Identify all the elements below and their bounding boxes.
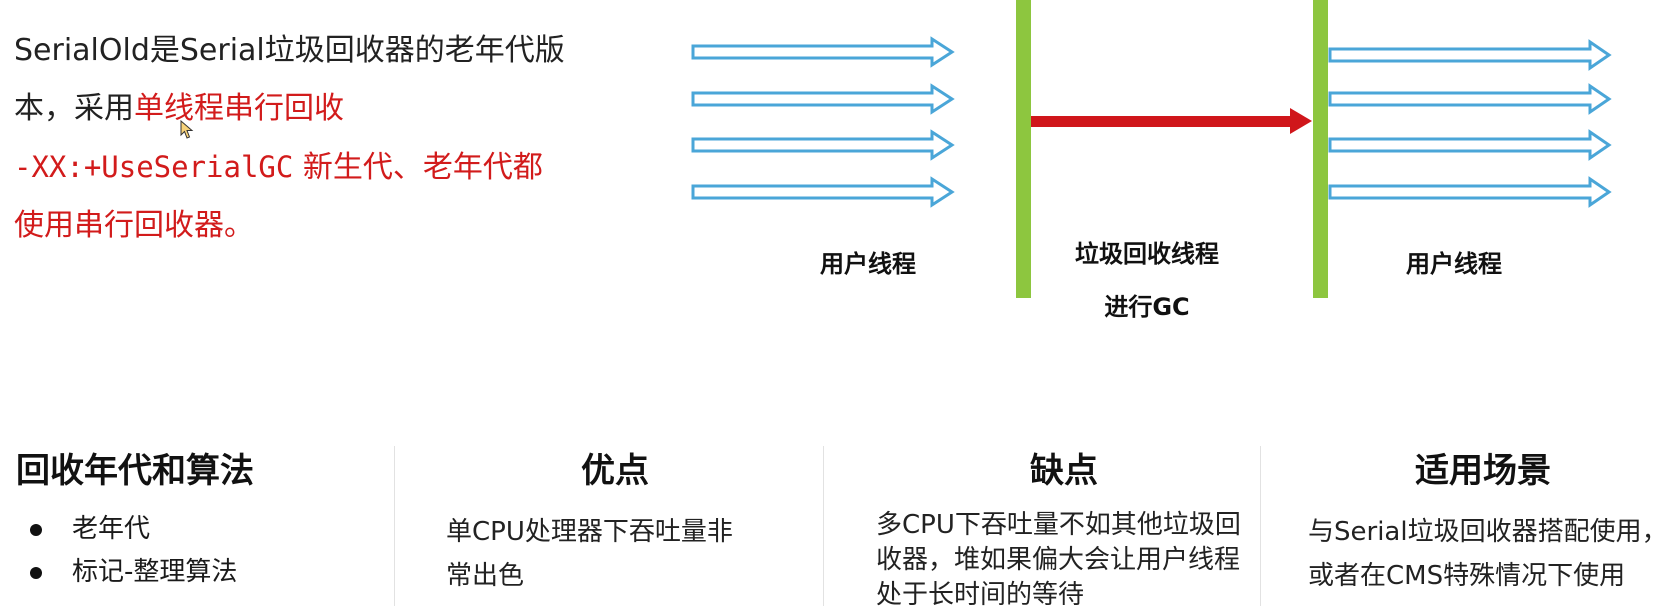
thread-arrow bbox=[1328, 129, 1612, 161]
card-pros-text-line1: 单CPU处理器下吞吐量非 bbox=[446, 517, 733, 547]
card-divider bbox=[823, 446, 824, 606]
card-divider bbox=[1260, 446, 1261, 606]
thread-arrow bbox=[1328, 39, 1612, 71]
intro-line-3: -XX:+UseSerialGC 新生代、老年代都 bbox=[14, 138, 614, 197]
card-algorithm: 回收年代和算法 老年代 标记-整理算法 bbox=[16, 448, 386, 606]
intro-text: SerialOld是Serial垃圾回收器的老年代版 本，采用单线程串行回收 -… bbox=[14, 22, 614, 255]
card-cons-text-line3: 处于长时间的等待 bbox=[876, 580, 1085, 610]
intro-line-1: SerialOld是Serial垃圾回收器的老年代版 bbox=[14, 33, 565, 68]
card-pros-text: 单CPU处理器下吞吐量非 常出色 bbox=[446, 510, 786, 598]
serial-old-diagram bbox=[691, 0, 1612, 298]
card-cons-text-line2: 收器，堆如果偏大会让用户线程 bbox=[876, 545, 1241, 575]
jvm-flag: -XX:+UseSerialGC bbox=[14, 150, 294, 184]
gc-threads-label-line2: 进行GC bbox=[1104, 293, 1190, 321]
card-cons-title: 缺点 bbox=[1030, 451, 1098, 491]
algorithm-item-generation: 老年代 bbox=[72, 514, 151, 544]
algorithm-item-method: 标记-整理算法 bbox=[72, 557, 238, 587]
safepoint-barrier-left bbox=[1016, 0, 1031, 298]
card-cons: 缺点 多CPU下吞吐量不如其他垃圾回 收器，堆如果偏大会让用户线程 处于长时间的… bbox=[876, 448, 1256, 610]
user-threads-before bbox=[691, 36, 955, 208]
card-scenarios: 适用场景 与Serial垃圾回收器搭配使用， 或者在CMS特殊情况下使用 bbox=[1308, 448, 1676, 606]
intro-line-4: 使用串行回收器。 bbox=[14, 208, 254, 243]
card-divider bbox=[394, 446, 395, 606]
card-pros: 优点 单CPU处理器下吞吐量非 常出色 bbox=[446, 448, 786, 606]
card-algorithm-title: 回收年代和算法 bbox=[16, 451, 254, 491]
thread-arrow bbox=[1328, 176, 1612, 208]
card-pros-title: 优点 bbox=[581, 451, 649, 491]
card-cons-text: 多CPU下吞吐量不如其他垃圾回 收器，堆如果偏大会让用户线程 处于长时间的等待 bbox=[876, 508, 1256, 613]
gc-thread-arrow bbox=[1031, 108, 1312, 134]
thread-arrow bbox=[1328, 83, 1612, 115]
mouse-cursor-icon bbox=[180, 120, 194, 139]
card-scenarios-text-line1: 与Serial垃圾回收器搭配使用， bbox=[1308, 517, 1668, 547]
list-item: 标记-整理算法 bbox=[16, 551, 386, 594]
intro-line-2-prefix: 本，采用 bbox=[14, 91, 134, 126]
intro-line-2: 本，采用单线程串行回收 bbox=[14, 80, 614, 138]
card-pros-text-line2: 常出色 bbox=[446, 561, 525, 591]
thread-arrow bbox=[691, 36, 955, 68]
card-scenarios-title: 适用场景 bbox=[1415, 451, 1551, 491]
thread-arrow bbox=[691, 176, 955, 208]
algorithm-list: 老年代 标记-整理算法 bbox=[16, 508, 386, 594]
thread-arrow bbox=[691, 129, 955, 161]
user-threads-label-right: 用户线程 bbox=[1406, 250, 1502, 278]
card-scenarios-text: 与Serial垃圾回收器搭配使用， 或者在CMS特殊情况下使用 bbox=[1308, 510, 1676, 598]
safepoint-barrier-right bbox=[1313, 0, 1328, 298]
summary-cards: 回收年代和算法 老年代 标记-整理算法 优点 单CPU处理器下吞吐量非 常出色 … bbox=[0, 448, 1676, 610]
card-scenarios-text-line2: 或者在CMS特殊情况下使用 bbox=[1308, 561, 1626, 591]
list-item: 老年代 bbox=[16, 508, 386, 551]
intro-highlight: 单线程串行回收 bbox=[134, 91, 344, 126]
card-cons-text-line1: 多CPU下吞吐量不如其他垃圾回 bbox=[876, 510, 1241, 540]
gc-threads-label-line1: 垃圾回收线程 bbox=[1075, 240, 1219, 268]
user-threads-after bbox=[1328, 39, 1612, 208]
bullet-icon bbox=[30, 566, 42, 579]
intro-line-3-text: 新生代、老年代都 bbox=[293, 150, 543, 185]
gc-threads-label: 垃圾回收线程 进行GC bbox=[1075, 228, 1219, 334]
user-threads-label-left: 用户线程 bbox=[820, 250, 916, 278]
thread-arrow bbox=[691, 83, 955, 115]
bullet-icon bbox=[30, 523, 42, 536]
